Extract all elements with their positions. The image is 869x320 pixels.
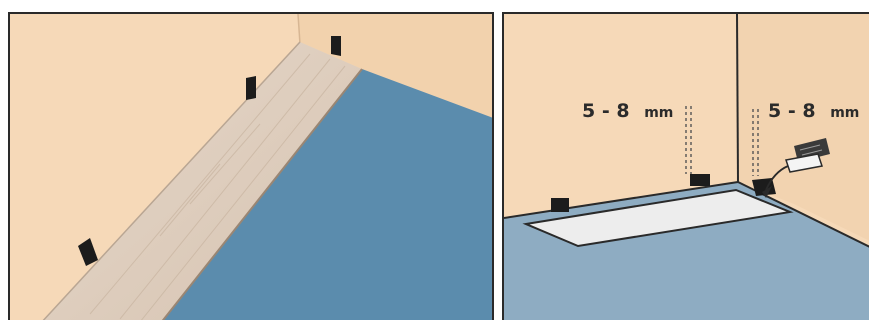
gap-value-side: 5 - 8	[768, 100, 816, 122]
arrow-head	[762, 186, 772, 198]
plank-edge-floor	[161, 68, 363, 320]
left-panel-illustration	[10, 14, 492, 320]
spacer-wedge-1	[331, 36, 341, 56]
wall-side	[298, 14, 492, 118]
arrow-to-gap	[765, 165, 789, 191]
gap-label-side-wall: 5 - 8 mm	[768, 100, 859, 122]
plank-edge-wall	[42, 41, 301, 320]
gap-unit-back: mm	[644, 105, 673, 121]
spacer-wedge-2	[690, 174, 710, 186]
plank-wood-grain	[89, 53, 346, 320]
gap-label-back-wall: 5 - 8 mm	[582, 100, 673, 122]
measurement-guides	[685, 106, 759, 176]
spacer-wedge-3	[78, 238, 98, 266]
floor-board	[522, 188, 794, 248]
gap-unit-side: mm	[830, 105, 859, 121]
gap-gauge-tool	[785, 138, 830, 173]
panel-expansion-gap: 5 - 8 mm 5 - 8 mm	[502, 12, 869, 320]
spacer-wedge-1	[551, 198, 569, 212]
wall-corner-line	[297, 14, 301, 45]
floor	[163, 69, 492, 320]
right-panel-illustration: 5 - 8 mm 5 - 8 mm	[504, 14, 869, 320]
panel-plank-against-wall	[8, 12, 494, 320]
gap-value-back: 5 - 8	[582, 100, 630, 122]
floor-wall-line-back	[504, 181, 739, 219]
spacer-wedge-2	[246, 76, 256, 100]
wall-corner-line	[736, 14, 739, 183]
